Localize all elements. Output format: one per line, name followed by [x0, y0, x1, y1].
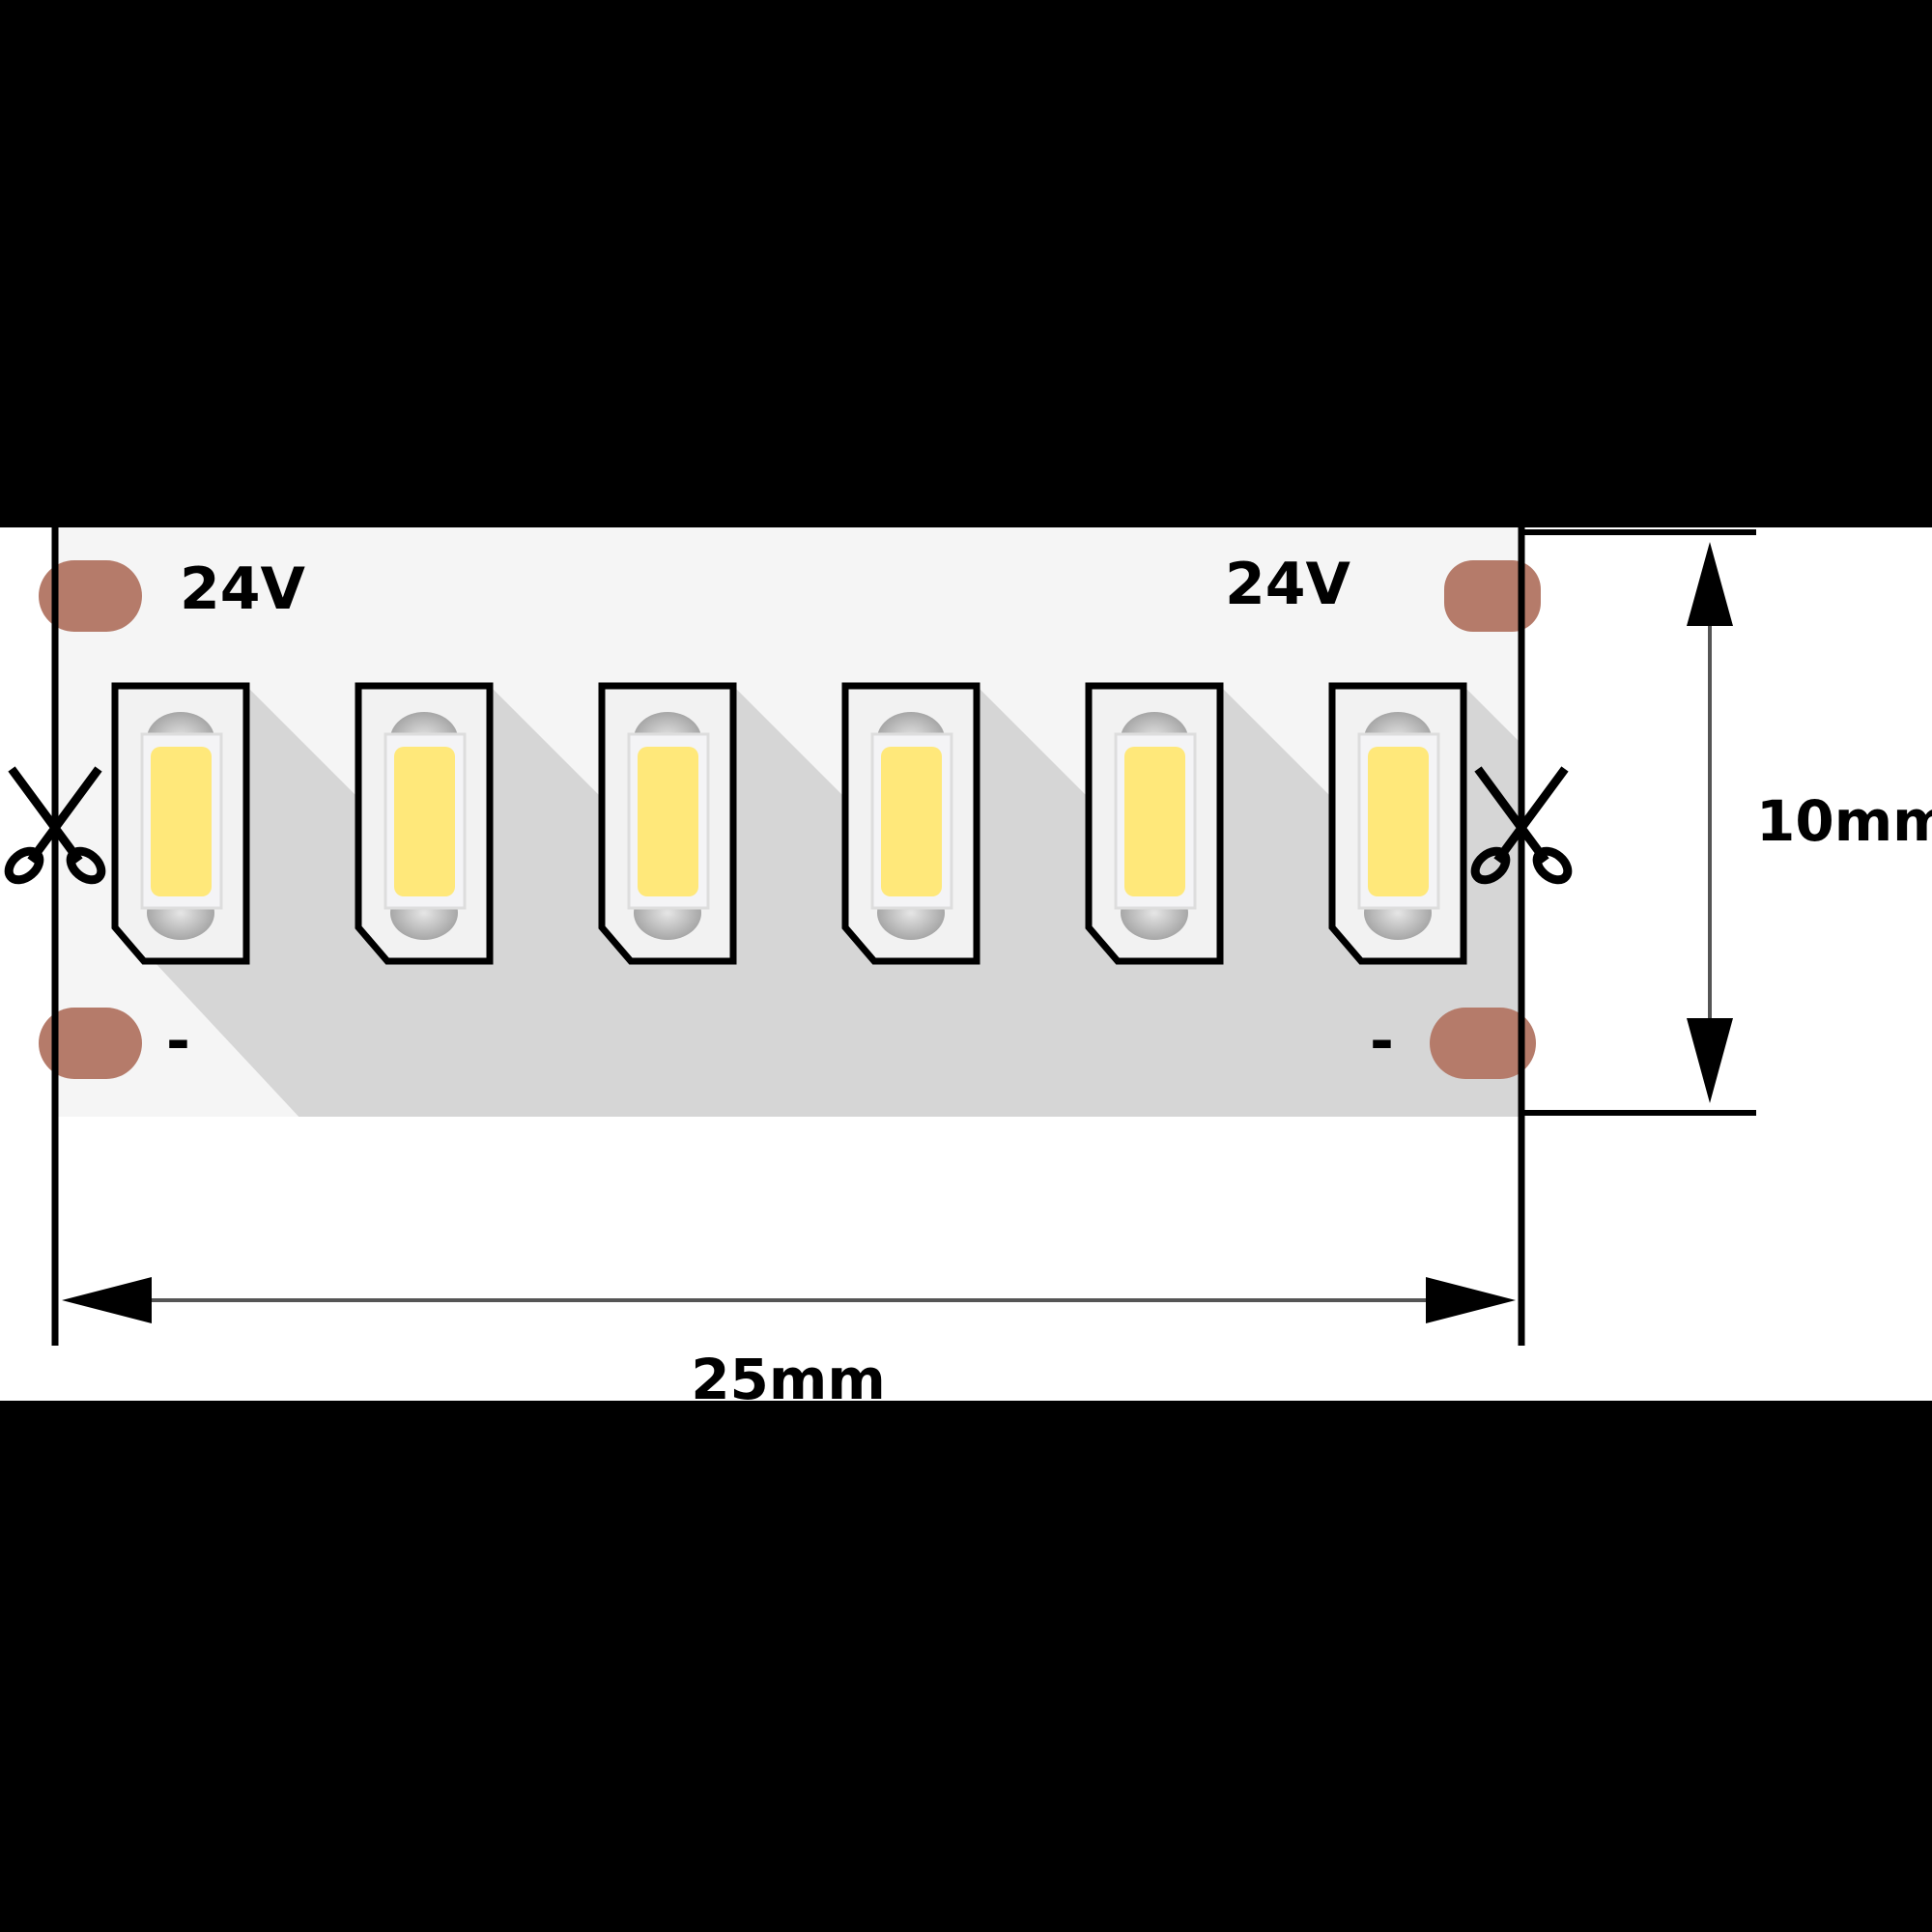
voltage-label-right: 24V — [1225, 551, 1350, 618]
voltage-label-left: 24V — [180, 555, 305, 623]
led-chip — [111, 682, 250, 965]
copper-pad-bottom-left — [39, 1008, 142, 1079]
scissors-icon-left — [4, 766, 106, 885]
arrowhead-down — [1687, 1018, 1733, 1103]
scissors-icon-right — [1470, 766, 1573, 885]
arrowhead-left — [62, 1277, 152, 1323]
led-emitter — [638, 747, 698, 896]
minus-label-left: - — [166, 1008, 190, 1075]
led-chip — [841, 682, 980, 965]
led-emitter — [881, 747, 942, 896]
led-emitter — [151, 747, 212, 896]
led-emitter — [394, 747, 455, 896]
led-emitter — [1368, 747, 1429, 896]
minus-label-right: - — [1370, 1008, 1394, 1075]
copper-pad-top-right — [1444, 560, 1541, 632]
copper-pad-bottom-right — [1430, 1008, 1536, 1079]
led-emitter — [1124, 747, 1185, 896]
bottom-background — [0, 1401, 1932, 1932]
arrowhead-right — [1426, 1277, 1516, 1323]
arrowhead-up — [1687, 542, 1733, 626]
led-chip — [1085, 682, 1224, 965]
led-chip — [1328, 682, 1467, 965]
led-chip — [355, 682, 494, 965]
led-chip — [598, 682, 737, 965]
copper-pad-top-left — [39, 560, 142, 632]
height-label: 10mm — [1756, 788, 1932, 854]
